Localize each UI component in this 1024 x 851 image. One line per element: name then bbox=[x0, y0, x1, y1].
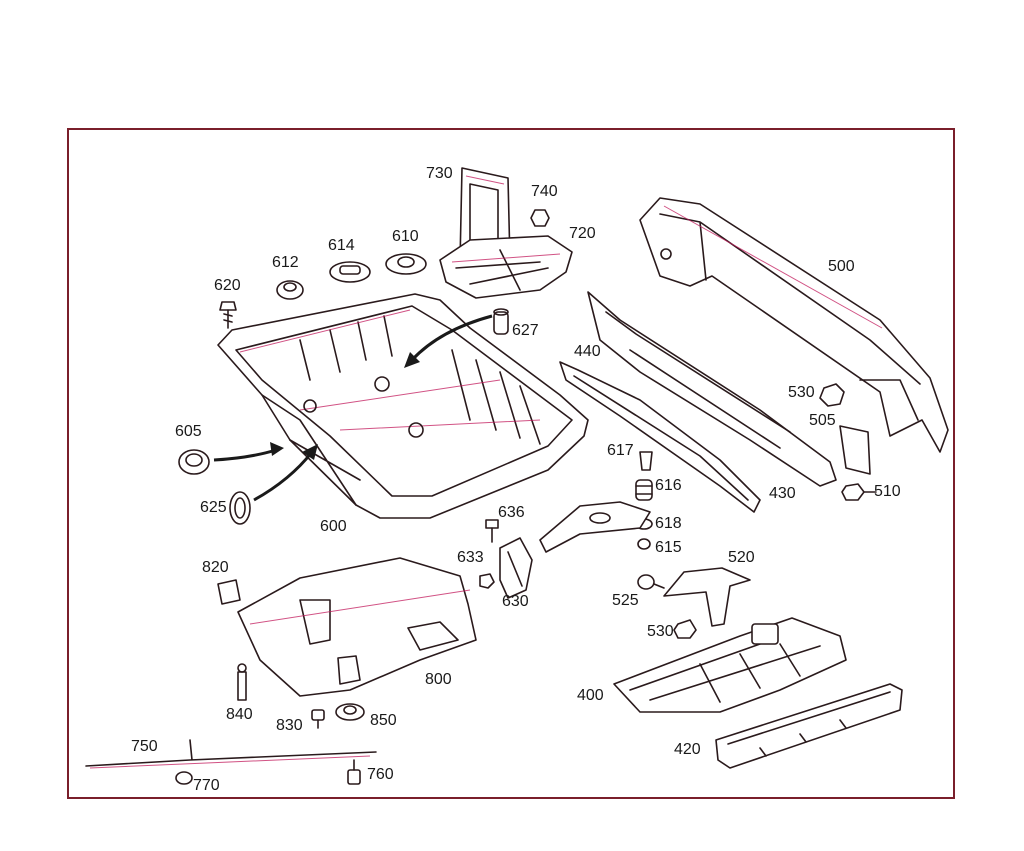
part-627-sleeve bbox=[493, 308, 509, 335]
part-630-bracket bbox=[499, 537, 533, 599]
part-520-bracket bbox=[663, 567, 751, 627]
part-850-clip bbox=[335, 703, 365, 721]
part-820-clip bbox=[217, 579, 241, 605]
part-800-underbody-panel bbox=[237, 557, 477, 697]
label-530-lower: 530 bbox=[647, 623, 674, 640]
part-612-grommet bbox=[276, 280, 304, 300]
part-440-rail bbox=[559, 361, 761, 513]
label-636: 636 bbox=[498, 504, 525, 521]
label-520: 520 bbox=[728, 549, 755, 566]
label-617: 617 bbox=[607, 442, 634, 459]
label-605: 605 bbox=[175, 423, 202, 440]
part-400-frame-section bbox=[613, 617, 847, 713]
diagram-frame bbox=[67, 128, 955, 799]
part-610-grommet bbox=[385, 253, 427, 275]
part-740-nut bbox=[530, 209, 550, 227]
part-505-plate bbox=[839, 425, 871, 475]
label-615: 615 bbox=[655, 539, 682, 556]
label-505: 505 bbox=[809, 412, 836, 429]
part-614-grommet bbox=[329, 261, 371, 283]
part-plate-bracket bbox=[539, 501, 651, 553]
label-770: 770 bbox=[193, 777, 220, 794]
part-760-bolt bbox=[347, 759, 361, 785]
label-612: 612 bbox=[272, 254, 299, 271]
part-510-bolt bbox=[841, 483, 877, 501]
label-440: 440 bbox=[574, 343, 601, 360]
label-800: 800 bbox=[425, 671, 452, 688]
part-600-spare-wheel-well bbox=[217, 293, 589, 519]
label-510: 510 bbox=[874, 483, 901, 500]
part-770-grommet bbox=[175, 771, 193, 785]
label-627: 627 bbox=[512, 322, 539, 339]
part-625-seal bbox=[229, 491, 251, 525]
assembly-arrows bbox=[213, 314, 493, 502]
part-636-bolt bbox=[485, 519, 499, 543]
part-720-carrier bbox=[439, 235, 573, 299]
label-625: 625 bbox=[200, 499, 227, 516]
label-616: 616 bbox=[655, 477, 682, 494]
label-750: 750 bbox=[131, 738, 158, 755]
label-530-upper: 530 bbox=[788, 384, 815, 401]
part-830-bolt bbox=[311, 709, 325, 729]
label-500: 500 bbox=[828, 258, 855, 275]
label-630: 630 bbox=[502, 593, 529, 610]
part-420-side-rail bbox=[715, 683, 903, 769]
part-633-nut bbox=[479, 573, 495, 589]
label-420: 420 bbox=[674, 741, 701, 758]
label-730: 730 bbox=[426, 165, 453, 182]
part-620-bolt bbox=[219, 301, 237, 329]
label-830: 830 bbox=[276, 717, 303, 734]
label-840: 840 bbox=[226, 706, 253, 723]
label-760: 760 bbox=[367, 766, 394, 783]
part-530-nut-lower bbox=[673, 619, 697, 639]
part-615-nut bbox=[637, 538, 651, 550]
part-530-nut-upper bbox=[819, 383, 845, 407]
label-740: 740 bbox=[531, 183, 558, 200]
label-525: 525 bbox=[612, 592, 639, 609]
label-600: 600 bbox=[320, 518, 347, 535]
part-605-plug bbox=[178, 449, 210, 475]
part-430-rail bbox=[587, 291, 837, 487]
part-500-crossmember bbox=[639, 197, 949, 453]
part-525-bolt bbox=[637, 574, 665, 590]
label-850: 850 bbox=[370, 712, 397, 729]
label-400: 400 bbox=[577, 687, 604, 704]
label-430: 430 bbox=[769, 485, 796, 502]
part-616-bushing bbox=[635, 479, 653, 501]
label-720: 720 bbox=[569, 225, 596, 242]
label-614: 614 bbox=[328, 237, 355, 254]
part-617-sleeve bbox=[639, 451, 653, 471]
label-620: 620 bbox=[214, 277, 241, 294]
part-840-bolt bbox=[237, 663, 247, 701]
label-633: 633 bbox=[457, 549, 484, 566]
label-820: 820 bbox=[202, 559, 229, 576]
label-610: 610 bbox=[392, 228, 419, 245]
part-750-rod bbox=[85, 739, 377, 769]
label-618: 618 bbox=[655, 515, 682, 532]
